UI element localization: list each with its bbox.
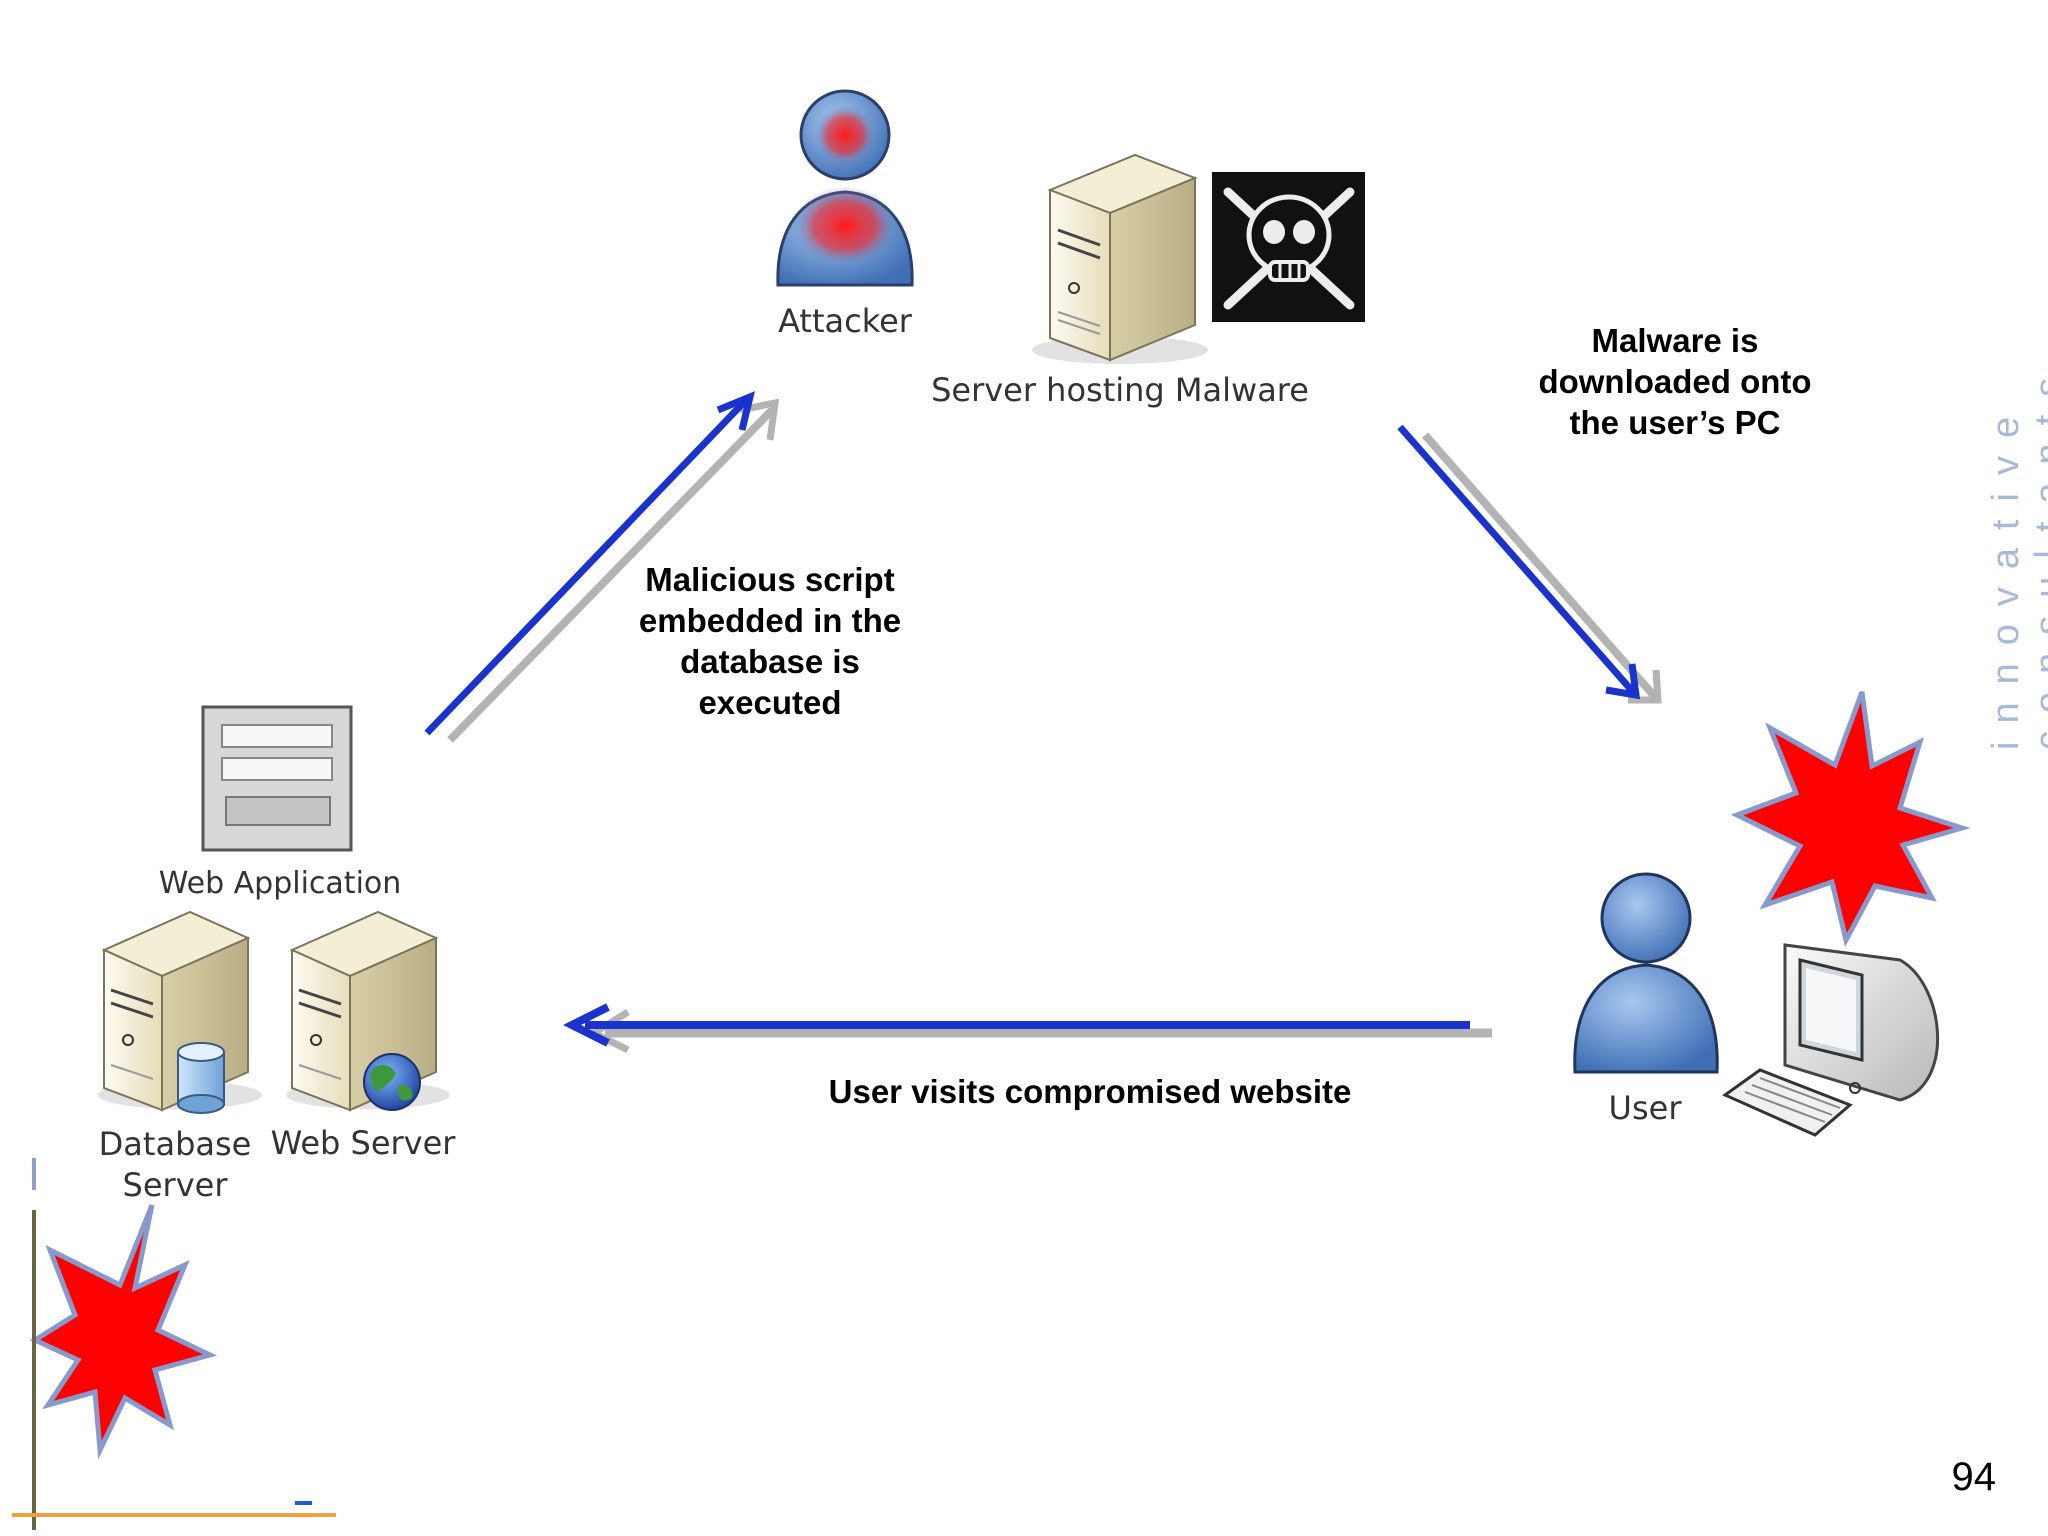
web-server-label: Web Server xyxy=(270,1124,456,1162)
skull-crossbones-icon xyxy=(1212,172,1365,322)
database-icon xyxy=(177,1042,225,1114)
server-icon xyxy=(1032,153,1208,364)
caption-script-executed: Malicious script embedded in the databas… xyxy=(638,561,902,721)
database-server-icon xyxy=(98,910,262,1114)
computer-icon xyxy=(1783,943,1940,1102)
user-label: User xyxy=(1608,1089,1682,1127)
malware-server-label: Server hosting Malware xyxy=(931,371,1309,409)
caption-malware-downloaded: Malware is downloaded onto the user’s PC xyxy=(1538,322,1812,441)
web-application-label: Web Application xyxy=(158,866,402,901)
globe-icon xyxy=(363,1053,421,1111)
caption-user-visits: User visits compromised website xyxy=(828,1073,1352,1110)
web-application-icon xyxy=(201,705,353,852)
web-server-icon xyxy=(286,910,450,1112)
keyboard-icon xyxy=(1721,1068,1853,1137)
arrow-script-to-attacker xyxy=(424,391,780,743)
page-number: 94 xyxy=(1951,1455,1997,1499)
arrow-malware-to-user xyxy=(1397,424,1662,704)
slide-frame-decoration xyxy=(12,1158,336,1530)
user-icon xyxy=(1573,872,1719,1074)
arrow-user-to-website xyxy=(563,1003,1492,1054)
explosion-icon xyxy=(1730,691,1971,947)
explosion-icon xyxy=(29,1204,218,1460)
branding-text: innovative consultants xyxy=(1985,359,2048,750)
attacker-label: Attacker xyxy=(778,302,912,340)
database-server-label: Database Server xyxy=(98,1125,252,1204)
attacker-icon xyxy=(776,89,914,287)
